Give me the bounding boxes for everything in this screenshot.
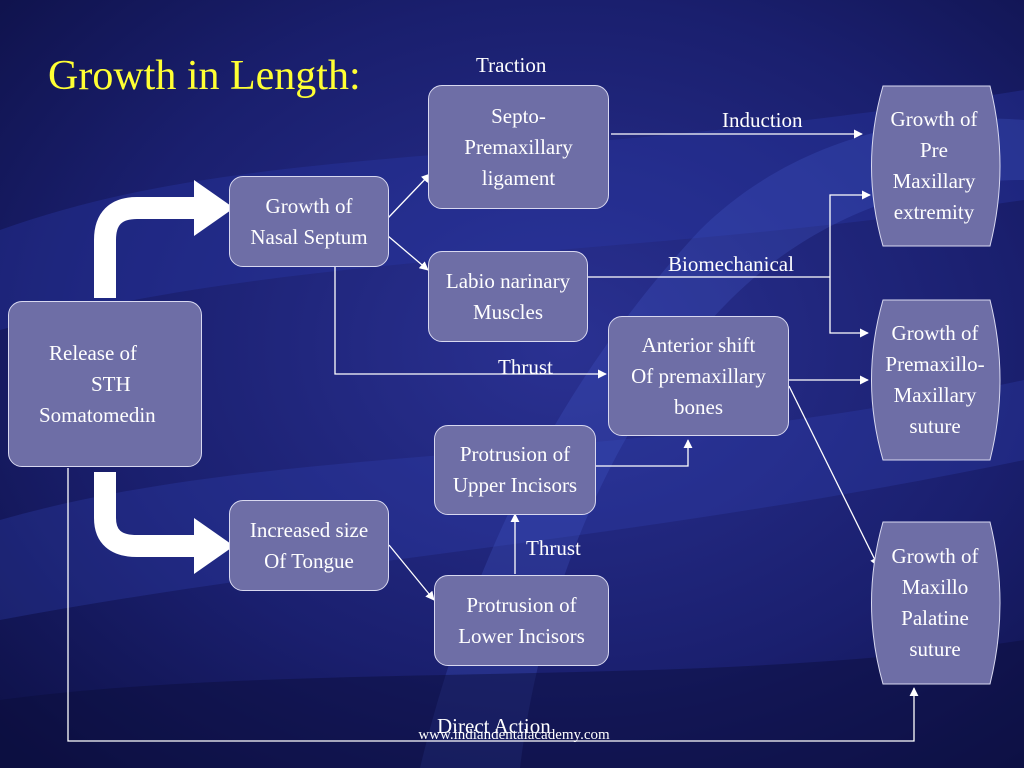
label-direct-action: Direct Action (437, 714, 551, 738)
box-protrusion-lower-incisors: Protrusion of Lower Incisors (434, 575, 609, 666)
box-line: Protrusion of (466, 592, 577, 617)
arrow-septum-to-labio (387, 235, 429, 271)
box-protrusion-upper-incisors: Protrusion of Upper Incisors (434, 425, 596, 515)
hex-line: Maxillo (901, 575, 969, 599)
arrow-thrust-to-shift (334, 267, 607, 379)
outcome-hex-pre-maxillary (871, 85, 1001, 247)
box-line: Of Tongue (264, 548, 354, 573)
box-line: Release of (49, 340, 138, 365)
box-line: Labio narinary (445, 268, 571, 293)
label-traction: Traction (476, 53, 547, 77)
box-septo-premaxillary-ligament: Septo- Premaxillary ligament (428, 85, 609, 209)
box-line: Of premaxillary (631, 363, 766, 388)
box-line: Premaxillary (464, 134, 573, 159)
arrow-shift-to-palatine (788, 385, 879, 567)
hex-line: Maxillary (893, 383, 977, 407)
slide-title: Growth in Length: (48, 53, 361, 99)
outcome-pre-maxillary-text: Growth of Pre Maxillary extremity (868, 90, 1000, 242)
box-line: Anterior shift (641, 332, 756, 357)
box-increased-tongue: Increased size Of Tongue (229, 500, 389, 591)
label-thrust-upper: Thrust (498, 355, 553, 379)
hex-line: Palatine (901, 606, 969, 630)
box-line: Increased size (249, 517, 369, 542)
arrow-direct-action (67, 468, 919, 742)
arrow-biomech-to-premaxillo (829, 277, 869, 338)
box-line: Growth of (265, 193, 353, 218)
box-line: Nasal Septum (250, 224, 368, 249)
curved-arrow-up (94, 197, 195, 298)
curved-arrow-down (94, 472, 195, 557)
label-induction: Induction (722, 108, 803, 132)
footer-watermark-url: www.indiandentalacademy.com (418, 727, 610, 743)
box-line: Septo- (491, 103, 546, 128)
outcome-hex-premaxillo-suture (871, 299, 1001, 461)
box-line: Somatomedin (39, 402, 156, 427)
arrow-biomech-to-pre (829, 190, 871, 277)
box-anterior-shift: Anterior shift Of premaxillary bones (608, 316, 789, 436)
curved-arrow-down-head (194, 518, 234, 574)
outcome-hex-maxillo-palatine (871, 521, 1001, 685)
box-line: Muscles (473, 299, 543, 324)
label-thrust-lower: Thrust (526, 536, 581, 560)
box-line: bones (674, 394, 723, 419)
box-release-sth: Release of STH Somatomedin (8, 301, 202, 467)
label-biomechanical: Biomechanical (668, 252, 794, 276)
outcome-premaxillo-suture-text: Growth of Premaxillo- Maxillary suture (868, 304, 1002, 456)
box-labio-narinary-muscles: Labio narinary Muscles (428, 251, 588, 342)
hex-line: suture (909, 637, 961, 661)
hex-line: extremity (893, 200, 975, 224)
arrow-septum-to-ligament (387, 173, 431, 219)
hex-line: Maxillary (892, 169, 976, 193)
hex-line: suture (909, 414, 961, 438)
arrow-tongue-to-lower (388, 544, 435, 601)
hex-line: Growth of (890, 107, 978, 131)
box-line: ligament (481, 165, 556, 190)
box-nasal-septum: Growth of Nasal Septum (229, 176, 389, 267)
hex-line: Pre (920, 138, 948, 162)
arrow-upper-to-shift (596, 439, 693, 467)
curved-arrow-up-head (194, 180, 234, 236)
box-line: Upper Incisors (452, 473, 578, 497)
hex-line: Growth of (891, 321, 979, 345)
outcome-maxillo-palatine-text: Growth of Maxillo Palatine suture (868, 527, 1002, 679)
hex-line: Growth of (891, 544, 979, 568)
hex-line: Premaxillo- (885, 352, 985, 376)
box-line: Protrusion of (459, 442, 571, 466)
box-line: STH (91, 371, 131, 396)
box-line: Lower Incisors (458, 623, 585, 648)
